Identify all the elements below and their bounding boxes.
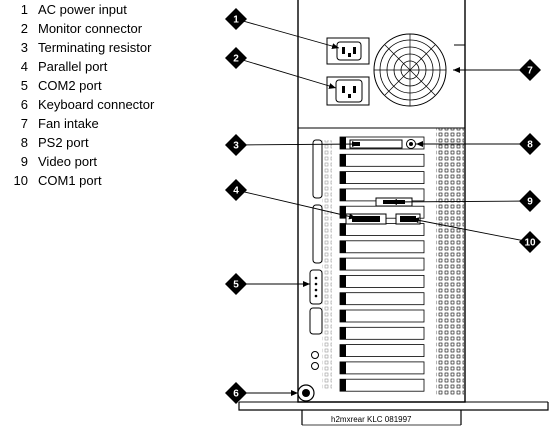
legend-number: 2 xyxy=(20,21,28,36)
callout-2: 2 xyxy=(225,47,247,69)
expansion-slot xyxy=(339,153,425,167)
legend-number: 10 xyxy=(13,173,28,188)
legend-number: 9 xyxy=(20,154,28,169)
expansion-slot xyxy=(339,361,425,375)
legend-label: Keyboard connector xyxy=(38,97,155,112)
expansion-slot xyxy=(339,240,425,254)
slot-bracket-tab xyxy=(340,327,346,340)
expansion-slot xyxy=(339,344,425,358)
slot-bracket-tab xyxy=(340,344,346,357)
legend-label: COM2 port xyxy=(38,78,102,93)
callout-number: 4 xyxy=(233,186,239,197)
legend-label: Monitor connector xyxy=(38,21,143,36)
legend-list: 1 AC power input 2 Monitor connector 3 Term… xyxy=(4,0,155,190)
leader-lines xyxy=(235,18,531,396)
callout-1: 1 xyxy=(225,8,247,30)
callout-number: 6 xyxy=(233,389,239,400)
callout-number: 8 xyxy=(527,140,533,151)
callout-number: 2 xyxy=(233,54,239,65)
slot-bracket-tab xyxy=(340,206,346,219)
callout-7: 7 xyxy=(519,59,541,81)
expansion-slots xyxy=(339,136,425,392)
legend-item-ac-power-input: 1 AC power input xyxy=(4,0,154,19)
legend-item-terminating-resistor: 3 Terminating resistor xyxy=(4,38,154,57)
expansion-slot xyxy=(339,223,425,236)
slot-bracket-tab xyxy=(340,171,346,184)
callout-3: 3 xyxy=(225,134,247,156)
legend-label: Fan intake xyxy=(38,116,99,131)
keyboard-connector xyxy=(297,384,315,402)
figure-credit: h2mxrear KLC 081997 xyxy=(331,415,412,424)
expansion-slot xyxy=(339,274,425,288)
legend-item-com1-port: 10 COM1 port xyxy=(4,171,154,190)
slot-bracket-tab xyxy=(340,137,346,149)
monitor-connector xyxy=(326,76,370,106)
slot-bracket-tab xyxy=(340,292,346,305)
left-side-connectors xyxy=(312,139,323,264)
callout-10: 10 xyxy=(519,231,541,253)
legend-number: 5 xyxy=(20,78,28,93)
ps2-port xyxy=(406,139,416,149)
legend-label: Terminating resistor xyxy=(38,40,152,55)
com1-port xyxy=(395,213,421,225)
callout-8: 8 xyxy=(519,133,541,155)
legend-item-parallel-port: 4 Parallel port xyxy=(4,57,154,76)
legend-label: Parallel port xyxy=(38,59,108,74)
parallel-port xyxy=(345,213,387,225)
callout-number: 5 xyxy=(233,280,239,291)
vent-grille-left xyxy=(322,140,332,390)
legend-number: 7 xyxy=(20,116,28,131)
legend-item-monitor-connector: 2 Monitor connector xyxy=(4,19,154,38)
legend-number: 4 xyxy=(20,59,28,74)
legend-label: Video port xyxy=(38,154,98,169)
slot-bracket-tab xyxy=(340,154,346,167)
expansion-slot xyxy=(339,292,425,306)
legend-item-video-port: 9 Video port xyxy=(4,152,154,171)
callout-number: 3 xyxy=(233,141,239,152)
expansion-slot xyxy=(339,326,425,340)
legend-item-ps2-port: 8 PS2 port xyxy=(4,133,154,152)
legend-label: PS2 port xyxy=(38,135,89,150)
slot-bracket-tab xyxy=(340,258,346,271)
slot-bracket-tab xyxy=(340,188,346,201)
expansion-slot xyxy=(339,309,425,323)
slot-bracket-tab xyxy=(340,379,346,392)
callout-number: 7 xyxy=(527,66,533,77)
base-plate xyxy=(238,401,549,426)
slot-bracket-tab xyxy=(340,310,346,322)
legend-number: 8 xyxy=(20,135,28,150)
legend-number: 1 xyxy=(20,2,28,17)
callout-number: 10 xyxy=(524,238,536,249)
audio-jacks xyxy=(311,351,319,370)
com2-port xyxy=(309,269,323,305)
legend-number: 3 xyxy=(20,40,28,55)
slot-bracket-tab xyxy=(340,223,346,236)
expansion-slot xyxy=(339,171,425,185)
slot-bracket-tab xyxy=(340,240,346,253)
legend-item-fan-intake: 7 Fan intake xyxy=(4,114,154,133)
callout-6: 6 xyxy=(225,382,247,404)
legend-label: AC power input xyxy=(38,2,127,17)
callout-number: 9 xyxy=(527,197,533,208)
expansion-slot xyxy=(339,257,425,271)
callout-number: 1 xyxy=(233,15,239,26)
slot-bracket-tab xyxy=(340,361,346,374)
ac-power-input xyxy=(326,37,370,65)
legend-label: COM1 port xyxy=(38,173,102,188)
callout-9: 9 xyxy=(519,190,541,212)
slot-bracket-tab xyxy=(340,275,346,288)
lower-connector xyxy=(309,307,323,335)
legend-item-keyboard-connector: 6 Keyboard connector xyxy=(4,95,155,114)
vent-grille-right xyxy=(436,128,464,396)
fan-intake-grille xyxy=(373,33,447,107)
legend-number: 6 xyxy=(20,97,28,112)
callout-4: 4 xyxy=(225,179,247,201)
legend-item-com2-port: 5 COM2 port xyxy=(4,76,154,95)
expansion-slot xyxy=(339,378,425,392)
callout-5: 5 xyxy=(225,273,247,295)
